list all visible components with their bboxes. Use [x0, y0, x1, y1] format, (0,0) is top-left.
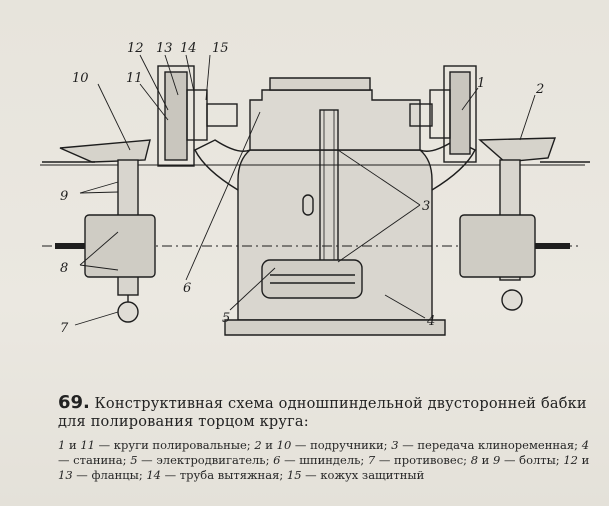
- callout-7: 7: [60, 321, 69, 336]
- counterweight: [117, 301, 139, 323]
- callout-5: 5: [222, 311, 230, 326]
- figure-caption: 69. Конструктивная схема одношпиндельной…: [58, 394, 593, 431]
- callout-15: 15: [212, 41, 229, 56]
- legend-item: 14 — труба вытяжная;: [146, 468, 287, 482]
- right-flange: [459, 214, 536, 278]
- legend-item: 8 и 9 — болты;: [470, 453, 564, 467]
- figure-legend: 1 и 11 — круги полировальные; 2 и 10 — п…: [58, 438, 593, 483]
- legend-item: 3 — передача клиноременная;: [391, 438, 582, 452]
- machine-plinth: [224, 319, 446, 336]
- callout-8: 8: [60, 261, 68, 276]
- callout-2: 2: [535, 82, 544, 97]
- right-rest: [478, 137, 556, 163]
- left-guard: [157, 65, 195, 167]
- left-flange: [84, 214, 156, 278]
- legend-item: 7 — противовес;: [367, 453, 471, 467]
- legend-item: 5 — электродвигатель;: [130, 453, 274, 467]
- legend-item: 2 и 10 — подручники;: [254, 438, 392, 452]
- figure-title: Конструктивная схема одношпиндельной дву…: [58, 396, 587, 430]
- callout-11: 11: [126, 71, 143, 86]
- callout-12: 12: [127, 41, 144, 56]
- callout-13: 13: [156, 41, 173, 56]
- legend-item: 4 — станина;: [58, 438, 590, 467]
- legend-item: 1 и 11 — круги полировальные;: [58, 438, 255, 452]
- right-wheel: [449, 71, 471, 155]
- legend-item: 15 — кожух защитный: [286, 468, 425, 482]
- legend-item: 12 и 13 — фланцы;: [58, 453, 590, 482]
- callout-4: 4: [426, 314, 435, 329]
- callout-6: 6: [183, 281, 191, 296]
- callout-9: 9: [60, 189, 68, 204]
- callout-10: 10: [72, 71, 89, 86]
- machine-head: [249, 89, 421, 151]
- right-guard: [443, 65, 477, 163]
- callout-1: 1: [477, 76, 485, 91]
- machine-drawing: 12 13 14 15 10 11 1 2 9 3 8 6 5 4 7: [40, 41, 590, 336]
- figure-number: 69.: [58, 392, 90, 413]
- motor: [261, 259, 363, 299]
- left-wheel: [164, 71, 188, 161]
- left-rest: [59, 139, 151, 163]
- callout-14: 14: [180, 41, 197, 56]
- callout-3: 3: [422, 199, 430, 214]
- legend-item: 6 — шпиндель;: [273, 453, 368, 467]
